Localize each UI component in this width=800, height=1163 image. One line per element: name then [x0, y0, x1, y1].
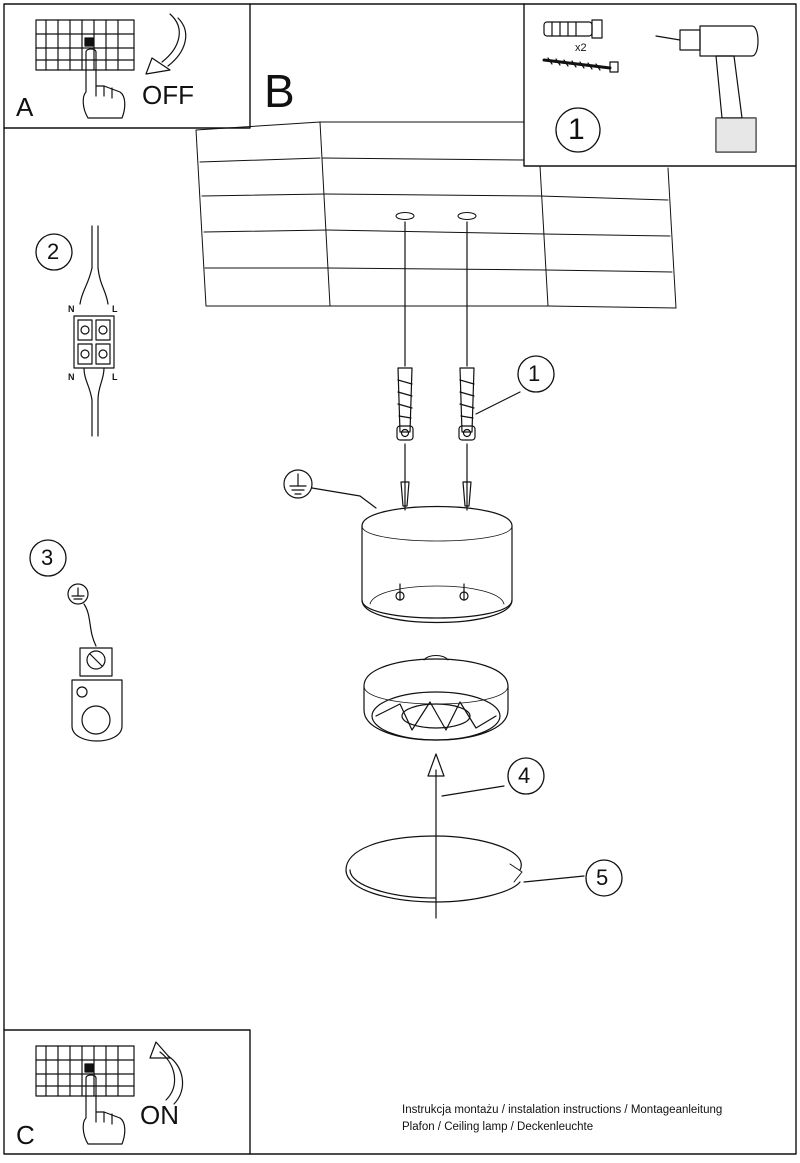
- caption-line-2: Plafon / Ceiling lamp / Deckenleuchte: [402, 1121, 594, 1133]
- caption-line-1: Instrukcja montażu / instalation instruc…: [402, 1104, 723, 1116]
- lamp-housing: [361, 505, 513, 623]
- leader-step-4: [441, 785, 505, 797]
- wall-plug-left-icon: [396, 367, 414, 441]
- step-1-number: 1: [528, 361, 541, 386]
- step-1b-circle: [517, 355, 555, 393]
- step-5-circle: [585, 859, 623, 897]
- step-4-number: 4: [518, 763, 531, 788]
- fuse-box-on-icon: [35, 1045, 135, 1097]
- ground-connection: [283, 469, 377, 509]
- leader-step-5: [523, 875, 585, 883]
- drill-icon: [655, 25, 759, 153]
- panel-c: [3, 1029, 251, 1155]
- ceiling-panels: [195, 121, 677, 309]
- assembly-arrow: [427, 753, 545, 919]
- connector-n-top: N: [68, 304, 75, 314]
- panel-a: [3, 3, 251, 129]
- kit-quantity: x2: [575, 42, 587, 54]
- panel-c-letter: C: [16, 1120, 35, 1150]
- diffuser-ring: [363, 655, 509, 741]
- mounting-hardware: [396, 221, 555, 511]
- panel-kit: [523, 3, 797, 167]
- step-2-number: 2: [47, 239, 60, 264]
- step-3-circle: [29, 539, 67, 577]
- screw-left-icon: [400, 477, 410, 511]
- off-label: OFF: [142, 80, 194, 110]
- step-5-number: 5: [596, 865, 609, 890]
- panel-a-letter: A: [16, 92, 34, 122]
- panel-b-letter: B: [264, 65, 295, 117]
- step-1-circle: [555, 107, 601, 153]
- page-border: [3, 3, 797, 1155]
- screw-icon: [542, 57, 619, 73]
- screw-right-icon: [462, 477, 472, 511]
- rotate-up-arrow-icon: [149, 1041, 184, 1105]
- step-2-connector: [35, 225, 115, 437]
- ground-small-icon: [67, 583, 89, 605]
- step-2-circle: [35, 233, 73, 271]
- hand-icon: [82, 48, 126, 119]
- step-3-number: 3: [41, 545, 54, 570]
- hand-on-icon: [82, 1074, 126, 1145]
- ground-icon: [283, 469, 313, 499]
- trim-ring: [345, 835, 623, 903]
- connector-l-top: L: [112, 304, 118, 314]
- on-label: ON: [140, 1100, 179, 1130]
- wall-plug-icon: [543, 19, 603, 39]
- leader-step-1: [475, 391, 521, 415]
- kit-step-number: 1: [568, 113, 585, 146]
- wall-plug-right-icon: [458, 367, 476, 441]
- rotate-down-arrow-icon: [145, 13, 187, 75]
- step-4-circle: [507, 757, 545, 795]
- connector-l-bottom: L: [112, 372, 118, 382]
- fuse-box-icon: [35, 19, 135, 71]
- connector-n-bottom: N: [68, 372, 75, 382]
- step-3-ground-terminal: [29, 539, 123, 742]
